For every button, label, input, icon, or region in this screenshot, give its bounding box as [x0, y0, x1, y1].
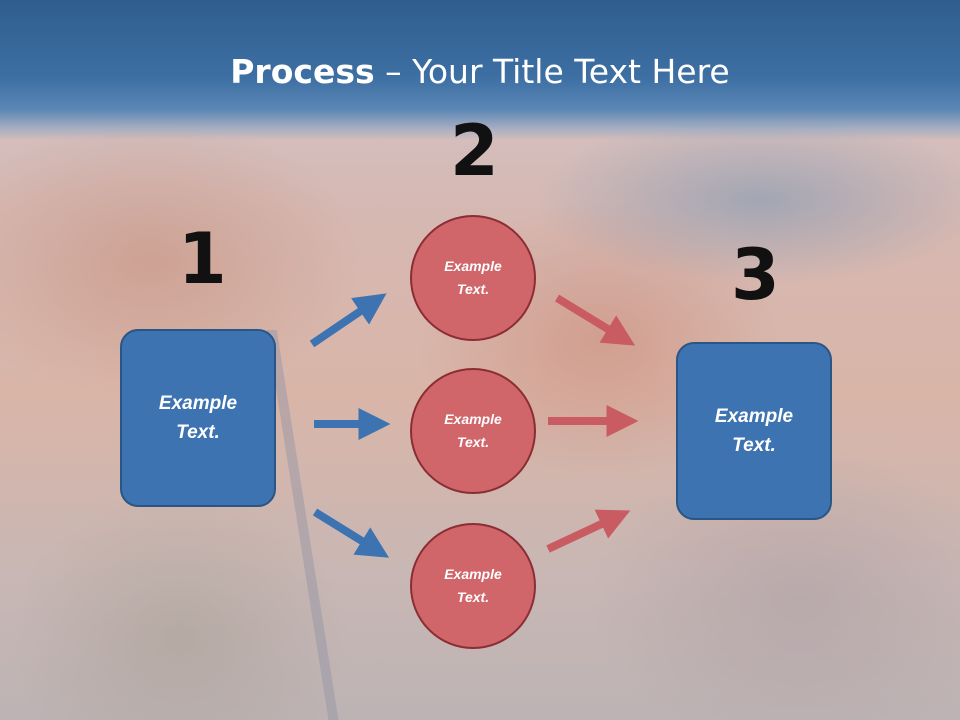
arrow-red-up: [546, 509, 631, 553]
step-2-circle-top[interactable]: Example Text.: [410, 215, 536, 341]
circle-top-text: Example Text.: [444, 258, 502, 297]
step-1-box-text: Example Text.: [158, 393, 238, 443]
title-rest: – Your Title Text Here: [374, 52, 730, 91]
arrow-red-down: [554, 294, 636, 346]
step-2-circle-bottom[interactable]: Example Text.: [410, 523, 536, 649]
step-3-box[interactable]: Example Text.: [676, 342, 832, 520]
circle-middle-text: Example Text.: [444, 411, 502, 450]
title-bold: Process: [230, 52, 375, 91]
arrow-blue-down: [312, 508, 390, 558]
title-band: [0, 0, 960, 140]
step-1-box[interactable]: Example Text.: [120, 329, 276, 507]
slide-title: Process – Your Title Text Here: [0, 52, 960, 91]
step-2-circle-middle[interactable]: Example Text.: [410, 368, 536, 494]
step-3-box-text: Example Text.: [714, 406, 794, 456]
step-number-2: 2: [450, 110, 499, 192]
circle-bottom-text: Example Text.: [444, 566, 502, 605]
step-number-1: 1: [178, 218, 227, 300]
step-number-3: 3: [731, 234, 780, 316]
arrow-blue-up: [309, 293, 387, 348]
